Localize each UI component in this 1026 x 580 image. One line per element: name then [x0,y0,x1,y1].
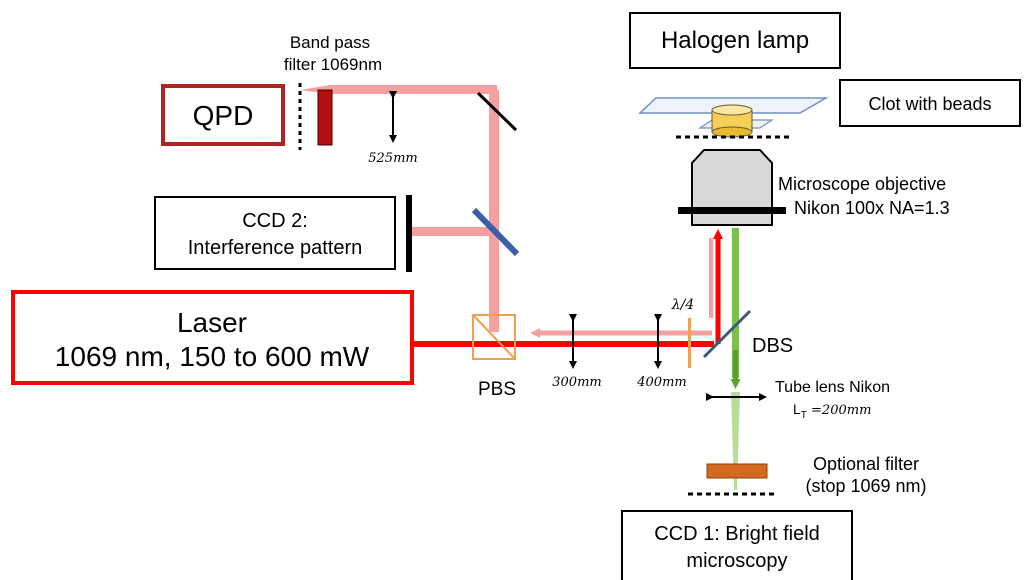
ccd1-box [621,510,853,580]
ccd2-label-1: CCD 2: [242,210,308,232]
ccd2-box [154,196,396,270]
return-beam-to-ccd2 [412,227,494,236]
laser-label-1: Laser [177,307,247,338]
lens-300-label: 300mm [552,375,601,390]
quarter-wave-label: λ/4 [671,297,695,313]
clot-sample-top [711,104,753,116]
clot-box [839,79,1021,127]
laser-label-2: 1069 nm, 150 to 600 mW [55,341,370,372]
tube-lens-label-2: LT =200mm [793,401,871,421]
tube-lens-sub: T [801,410,807,421]
tube-lens-L: L [793,401,801,417]
lens-525-label: 525mm [368,151,417,166]
optional-filter-label-1: Optional filter [813,454,919,474]
return-beam-to-qpd [330,85,497,94]
optional-filter [706,463,768,479]
pbs-cube [472,314,516,360]
objective-collar [678,207,786,214]
lens-400-label: 400mm [636,375,686,390]
halogen-box [629,12,841,69]
qpd-box [161,84,285,146]
objective-label-1: Microscope objective [778,174,946,194]
laser-beam-horizontal [414,341,714,347]
return-beam-vertical [489,90,499,332]
dbs-label: DBS [752,335,793,357]
bandpass-label-1: Band pass [290,33,370,52]
ccd2-label-2: Interference pattern [188,237,363,259]
clot-label: Clot with beads [868,94,991,114]
pbs-label: PBS [478,379,516,400]
ccd1-label-2: microscopy [686,550,787,572]
halogen-label: Halogen lamp [661,27,809,54]
tube-lens-label-1: Tube lens Nikon [775,379,890,396]
tube-lens-value: =200mm [807,403,872,418]
objective-body [691,149,773,226]
ccd2-beamsplitter [471,207,520,257]
pbs-diagonal [472,314,516,360]
dbs-mirror [702,309,752,359]
objective-label-2: Nikon 100x NA=1.3 [794,198,950,218]
quarter-wave-plate [688,318,691,368]
green-beam-upper [732,228,739,378]
ccd2-sensor [406,195,412,272]
laser-box [11,290,414,385]
ccd1-label-1: CCD 1: Bright field [654,523,820,545]
top-mirror [476,91,518,132]
qpd-label: QPD [193,100,254,131]
bandpass-label-2: filter 1069nm [284,55,382,74]
bandpass-filter [317,89,333,146]
optional-filter-label-2: (stop 1069 nm) [805,476,926,496]
